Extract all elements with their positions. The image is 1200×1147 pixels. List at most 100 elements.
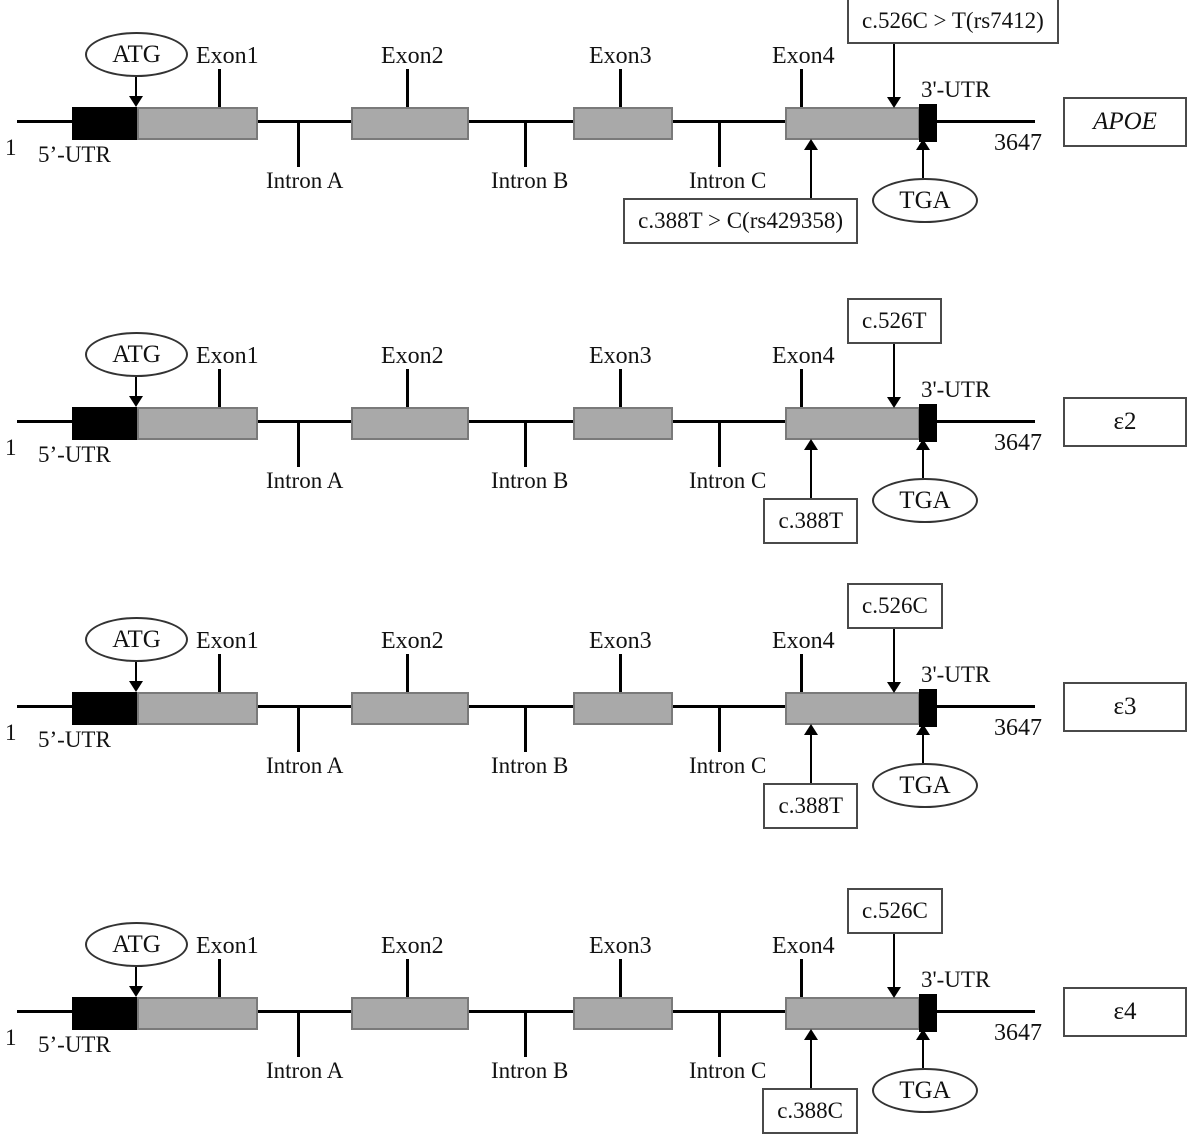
five-utr-box <box>72 407 137 440</box>
stop-codon-oval: TGA <box>872 178 978 223</box>
gene-row: 1 3647 5’-UTR 3'-UTR Exon1 Exon2 Exon3 E… <box>0 0 1200 257</box>
intron-a-label: Intron A <box>266 753 344 778</box>
three-utr-label: 3'-UTR <box>921 967 991 992</box>
snp-526-arrow-stem <box>893 344 895 398</box>
snp-388-box: c.388T <box>763 783 858 829</box>
intron-a-tick <box>297 423 300 467</box>
gene-name-box: ε4 <box>1063 987 1187 1037</box>
snp-526-box: c.526C > T(rs7412) <box>847 0 1059 44</box>
snp-388-arrow-stem <box>810 734 812 783</box>
arrow-down-icon <box>887 397 901 408</box>
arrow-up-icon <box>804 439 818 450</box>
five-utr-box <box>72 692 137 725</box>
exon4-label: Exon4 <box>772 628 835 654</box>
exon1-tick <box>218 654 221 692</box>
gene-row: 1 3647 5’-UTR 3'-UTR Exon1 Exon2 Exon3 E… <box>0 577 1200 842</box>
snp-526-arrow-stem <box>893 629 895 683</box>
exon2-box <box>351 107 469 140</box>
intron-a-label: Intron A <box>266 1058 344 1083</box>
exon3-label: Exon3 <box>589 933 652 959</box>
three-utr-box <box>919 994 937 1032</box>
exon1-box <box>137 407 258 440</box>
snp-526-box: c.526C <box>847 583 943 629</box>
stop-codon-oval: TGA <box>872 1068 978 1113</box>
exon2-tick <box>406 69 409 107</box>
exon4-box <box>785 107 920 140</box>
exon1-tick <box>218 959 221 997</box>
start-codon-oval: ATG <box>85 332 188 377</box>
intron-b-label: Intron B <box>491 168 569 193</box>
start-codon-oval: ATG <box>85 922 188 967</box>
gene-name-label: ε3 <box>1113 693 1137 720</box>
exon3-tick <box>619 959 622 997</box>
exon4-tick <box>800 654 803 692</box>
exon4-tick <box>800 369 803 407</box>
snp-388-arrow-stem <box>810 1039 812 1088</box>
snp-388-arrow-stem <box>810 449 812 498</box>
snp-388-box: c.388C <box>762 1088 858 1134</box>
exon2-label: Exon2 <box>381 933 444 959</box>
five-utr-label: 5’-UTR <box>38 727 111 752</box>
arrow-down-icon <box>129 96 143 107</box>
gene-name-label: APOE <box>1093 108 1157 135</box>
exon3-box <box>573 692 673 725</box>
snp-388-box: c.388T > C(rs429358) <box>623 198 858 244</box>
exon1-label: Exon1 <box>196 343 259 369</box>
intron-c-label: Intron C <box>689 1058 767 1083</box>
arrow-down-icon <box>887 682 901 693</box>
gene-backbone-line <box>17 420 1035 423</box>
intron-b-tick <box>524 123 527 167</box>
arrow-down-icon <box>129 396 143 407</box>
exon1-box <box>137 692 258 725</box>
snp-388-box: c.388T <box>763 498 858 544</box>
intron-c-tick <box>718 1013 721 1057</box>
exon1-label: Exon1 <box>196 43 259 69</box>
end-position-label: 3647 <box>994 130 1042 156</box>
exon2-box <box>351 692 469 725</box>
intron-c-tick <box>718 123 721 167</box>
gene-name-box: APOE <box>1063 97 1187 147</box>
intron-c-tick <box>718 708 721 752</box>
arrow-up-icon <box>916 1029 930 1040</box>
exon3-box <box>573 407 673 440</box>
exon3-tick <box>619 654 622 692</box>
intron-a-label: Intron A <box>266 168 344 193</box>
exon4-box <box>785 407 920 440</box>
intron-c-label: Intron C <box>689 753 767 778</box>
intron-a-tick <box>297 708 300 752</box>
stop-codon-oval: TGA <box>872 478 978 523</box>
snp-526-box: c.526T <box>847 298 942 344</box>
arrow-down-icon <box>129 681 143 692</box>
exon4-tick <box>800 69 803 107</box>
intron-b-tick <box>524 708 527 752</box>
exon3-label: Exon3 <box>589 43 652 69</box>
gene-backbone-line <box>17 705 1035 708</box>
exon4-label: Exon4 <box>772 343 835 369</box>
exon2-label: Exon2 <box>381 628 444 654</box>
start-codon-oval: ATG <box>85 32 188 77</box>
intron-b-tick <box>524 1013 527 1057</box>
exon3-tick <box>619 69 622 107</box>
stop-codon-arrow-stem <box>922 734 924 763</box>
exon1-box <box>137 997 258 1030</box>
arrow-up-icon <box>804 724 818 735</box>
five-utr-box <box>72 997 137 1030</box>
stop-codon-arrow-stem <box>922 149 924 178</box>
exon1-label: Exon1 <box>196 628 259 654</box>
gene-backbone-line <box>17 120 1035 123</box>
five-utr-label: 5’-UTR <box>38 142 111 167</box>
five-utr-box <box>72 107 137 140</box>
stop-codon-arrow-stem <box>922 449 924 478</box>
start-position-label: 1 <box>5 720 17 745</box>
arrow-up-icon <box>804 1029 818 1040</box>
exon3-label: Exon3 <box>589 628 652 654</box>
start-codon-arrow-stem <box>135 967 137 988</box>
exon4-box <box>785 997 920 1030</box>
gene-name-box: ε2 <box>1063 397 1187 447</box>
stop-codon-oval: TGA <box>872 763 978 808</box>
exon2-label: Exon2 <box>381 43 444 69</box>
snp-526-arrow-stem <box>893 44 895 98</box>
gene-name-label: ε2 <box>1113 408 1137 435</box>
exon3-label: Exon3 <box>589 343 652 369</box>
